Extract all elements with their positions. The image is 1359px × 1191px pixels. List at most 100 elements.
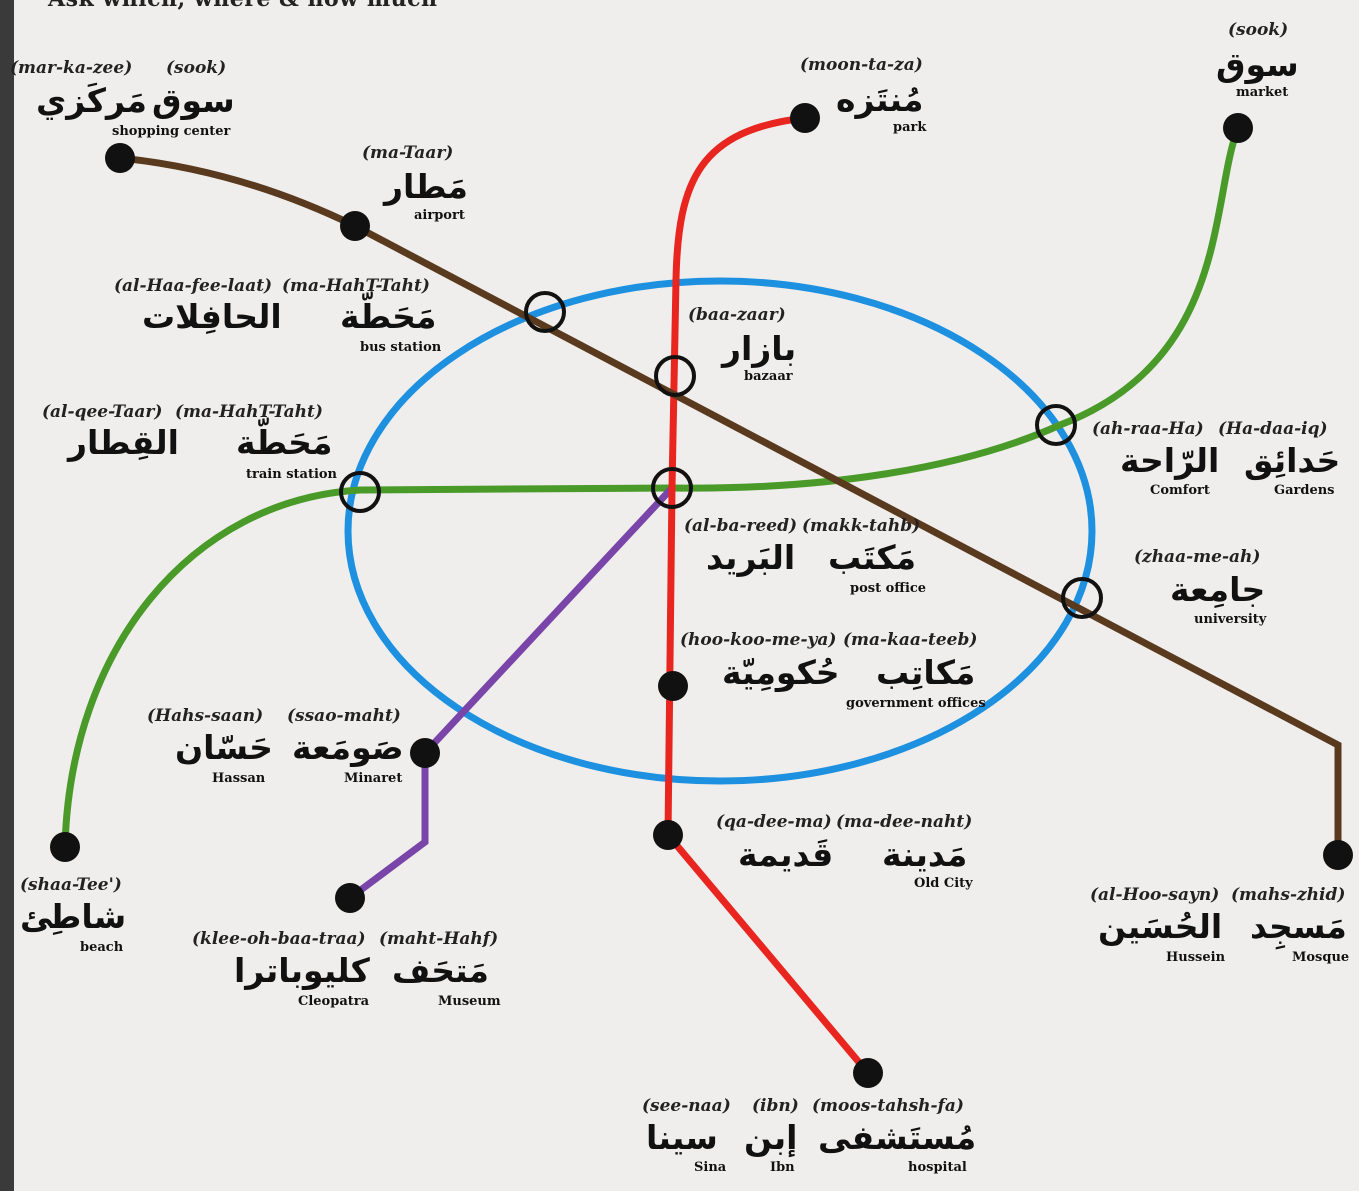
english-label: Hussein [1166,950,1226,965]
translit-label: (sook) [1228,20,1289,40]
translit-label: (Hahs-saan) [147,706,264,726]
translit-label: (makk-tahb) [802,516,921,536]
translit-label: (ah-raa-Ha) [1092,419,1204,439]
translit-label: (ma-HahT-Taht) [175,402,323,422]
translit-label: (al-qee-Taar) [42,402,163,422]
translit-label: (al-Haa-fee-laat) [114,276,273,296]
arabic-label: إبن [744,1118,798,1157]
purple-line [347,485,675,901]
arabic-label: مَسجِد [1250,907,1347,946]
translit-label: (ma-kaa-teeb) [843,630,978,650]
arabic-label: قَديمة [738,835,834,874]
arabic-label: شاطِئ [20,897,127,936]
stop-shopping-center [105,143,135,173]
english-label: Cleopatra [298,994,370,1009]
arabic-label: مَدينة [882,835,968,874]
translit-label: (hoo-koo-me-ya) [680,630,837,650]
interchange-post-office [651,467,693,509]
translit-label: (mahs-zhid) [1231,885,1346,905]
blue-line [344,277,1096,785]
arabic-label: مَكتَب [828,538,917,577]
english-label: Old City [914,876,973,891]
green-line [61,126,1242,848]
english-label: Museum [438,994,501,1009]
arabic-label: سوق [1216,45,1299,84]
arabic-label: الحُسَين [1098,907,1223,946]
english-label: beach [80,940,124,955]
stop-beach [50,832,80,862]
stop-minaret [410,738,440,768]
arabic-label: مَتحَف [392,951,489,990]
english-label: Gardens [1274,483,1335,498]
arabic-label: البَريد [706,538,796,577]
stop-hospital [853,1058,883,1088]
arabic-label: مَحَطّة [236,423,333,462]
english-label: Ibn [770,1160,795,1175]
stop-market [1223,113,1253,143]
interchange-train-station [339,471,381,513]
translit-label: (maht-Hahf) [379,929,499,949]
arabic-label: كليوباترا [234,951,370,990]
english-label: Comfort [1150,483,1210,498]
stop-museum [335,883,365,913]
arabic-label: حُكومِيّة [722,653,840,692]
translit-label: (shaa-Tee') [20,875,122,895]
interchange-bazaar [654,355,696,397]
translit-label: (see-naa) [642,1096,731,1116]
interchange-bus-station [524,291,566,333]
interchange-gardens [1035,404,1077,446]
arabic-label: مُستَشفى [818,1118,977,1157]
english-label: Hassan [212,771,266,786]
english-label: park [893,120,927,135]
arabic-label: جامِعة [1170,570,1266,609]
english-label: bus station [360,340,442,355]
translit-label: (baa-zaar) [688,305,786,325]
page-edge [0,0,14,1191]
stop-old-city [653,820,683,850]
arabic-label: مَطار [384,167,468,206]
translit-label: (klee-oh-baa-traa) [192,929,366,949]
page-caption: Ask which, where & how much [48,0,438,12]
english-label: Minaret [344,771,403,786]
translit-label: (ma-Taar) [362,143,454,163]
stop-park [790,103,820,133]
arabic-label: صَومَعة [292,728,404,767]
translit-label: (ma-dee-naht) [836,812,973,832]
stop-airport [340,211,370,241]
interchange-university [1061,577,1103,619]
translit-label: (qa-dee-ma) [716,812,832,832]
stop-mosque [1323,840,1353,870]
arabic-label: القِطار [68,423,179,462]
arabic-label: حَسّان [175,728,273,767]
translit-label: (ma-HahT-Taht) [282,276,430,296]
translit-label: (Ha-daa-iq) [1218,419,1328,439]
translit-label: (moos-tahsh-fa) [812,1096,964,1116]
english-label: university [1194,612,1267,627]
english-label: bazaar [744,369,793,384]
english-label: market [1236,85,1289,100]
english-label: Mosque [1292,950,1350,965]
arabic-label: سوق [152,81,235,120]
arabic-label: مَحَطّة [340,297,437,336]
translit-label: (mar-ka-zee) [10,58,133,78]
translit-label: (ssao-maht) [287,706,401,726]
english-label: train station [246,467,338,482]
english-label: shopping center [112,124,231,139]
arabic-label: الحافِلات [142,297,282,336]
english-label: airport [414,208,465,223]
english-label: post office [850,581,927,596]
translit-label: (al-Hoo-sayn) [1090,885,1220,905]
stop-government-offices [658,671,688,701]
english-label: Sina [694,1160,727,1175]
english-label: government offices [846,696,986,711]
translit-label: (al-ba-reed) [684,516,798,536]
red-line [664,114,871,1076]
arabic-label: مَكاتِب [876,653,976,692]
translit-label: (ibn) [752,1096,799,1116]
arabic-label: بازار [722,329,797,368]
english-label: hospital [908,1160,967,1175]
arabic-label: الرّاحة [1120,441,1220,480]
translit-label: (sook) [166,58,227,78]
